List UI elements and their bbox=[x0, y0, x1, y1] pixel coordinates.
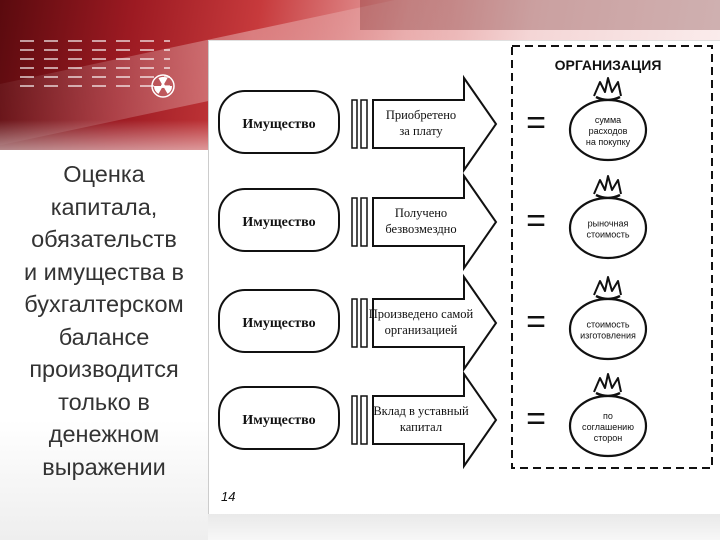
arrow-tail-bar bbox=[351, 197, 358, 247]
valuation-text: рыночная bbox=[588, 219, 629, 229]
action-arrow bbox=[372, 370, 498, 470]
banner-fade bbox=[0, 120, 210, 180]
organization-box bbox=[511, 45, 713, 469]
body-line: производится bbox=[29, 356, 179, 382]
valuation-text: расходов bbox=[589, 126, 628, 136]
diagram-row: Имущество Произведено самой организацией = с… bbox=[218, 273, 648, 373]
action-text: организацией bbox=[385, 323, 458, 337]
radiation-icon bbox=[151, 74, 175, 98]
slide-body-text: Оценка капитала, обязательств и имуществ… bbox=[4, 158, 204, 483]
diagram-row: Имущество Получено безвозмездно = рыночнаяст… bbox=[218, 172, 648, 272]
banner-dash-pattern bbox=[20, 40, 170, 90]
arrow-tail-bar bbox=[351, 298, 358, 348]
left-bottom-shade bbox=[0, 420, 210, 540]
body-line: только в bbox=[58, 388, 150, 415]
property-label: Имущество bbox=[242, 316, 315, 331]
property-box bbox=[218, 90, 340, 154]
diagram-row: Имущество Приобретено за плату = суммарасход… bbox=[218, 74, 648, 174]
money-bag-icon bbox=[568, 276, 648, 361]
page-number: 14 bbox=[221, 489, 235, 504]
diagram-panel: ОРГАНИЗАЦИЯ Имущество Приобретено за плату… bbox=[208, 40, 720, 515]
action-arrow bbox=[372, 273, 498, 373]
valuation-text: стоимость bbox=[586, 320, 629, 330]
equals-sign: = bbox=[526, 303, 546, 341]
body-line: денежном bbox=[48, 421, 160, 447]
diagram-row: Имущество Вклад в уставный капитал = посогла… bbox=[218, 370, 648, 470]
banner-dark-band bbox=[360, 0, 720, 30]
arrow-tail-bar bbox=[360, 99, 368, 149]
action-text: Приобретено bbox=[386, 108, 456, 122]
valuation-text: сумма bbox=[595, 115, 621, 125]
equals-sign: = bbox=[526, 400, 546, 438]
action-text: Произведено самой bbox=[369, 307, 474, 321]
money-bag-icon bbox=[568, 373, 648, 458]
money-bag-icon bbox=[568, 175, 648, 260]
bottom-strip bbox=[208, 514, 720, 540]
valuation-text: изготовления bbox=[580, 331, 636, 341]
body-line: обязательств bbox=[31, 226, 177, 252]
property-label: Имущество bbox=[242, 413, 315, 428]
property-label: Имущество bbox=[242, 117, 315, 132]
body-line: балансе bbox=[58, 323, 150, 350]
arrow-tail-bar bbox=[360, 298, 368, 348]
valuation-text: по bbox=[603, 411, 613, 421]
property-box bbox=[218, 289, 340, 353]
body-line: капитала, bbox=[50, 193, 158, 220]
action-arrow bbox=[372, 172, 498, 272]
action-text: за плату bbox=[399, 124, 443, 138]
valuation-text: сторон bbox=[594, 433, 623, 443]
arrow-tail-bar bbox=[351, 99, 358, 149]
body-line: выражении bbox=[42, 453, 166, 480]
action-text: Получено bbox=[395, 206, 447, 220]
action-arrow bbox=[372, 74, 498, 174]
equals-sign: = bbox=[526, 104, 546, 142]
property-box bbox=[218, 386, 340, 450]
valuation-diagram: ОРГАНИЗАЦИЯ Имущество Приобретено за плату… bbox=[218, 45, 713, 504]
arrow-tail-bar bbox=[360, 395, 368, 445]
organization-label: ОРГАНИЗАЦИЯ bbox=[555, 57, 662, 73]
action-text: Вклад в уставный bbox=[373, 404, 469, 418]
body-line: Оценка bbox=[63, 161, 145, 187]
valuation-text: стоимость bbox=[586, 230, 629, 240]
body-line: бухгалтерском bbox=[24, 291, 184, 317]
arrow-tail-bar bbox=[360, 197, 368, 247]
valuation-text: соглашению bbox=[582, 422, 634, 432]
property-box bbox=[218, 188, 340, 252]
arrow-tail-bar bbox=[351, 395, 358, 445]
money-bag-icon bbox=[568, 77, 648, 162]
body-line: и имущества в bbox=[24, 258, 184, 285]
property-label: Имущество bbox=[242, 215, 315, 230]
valuation-text: на покупку bbox=[586, 137, 631, 147]
equals-sign: = bbox=[526, 202, 546, 240]
action-text: капитал bbox=[400, 420, 442, 434]
action-text: безвозмездно bbox=[385, 222, 456, 236]
